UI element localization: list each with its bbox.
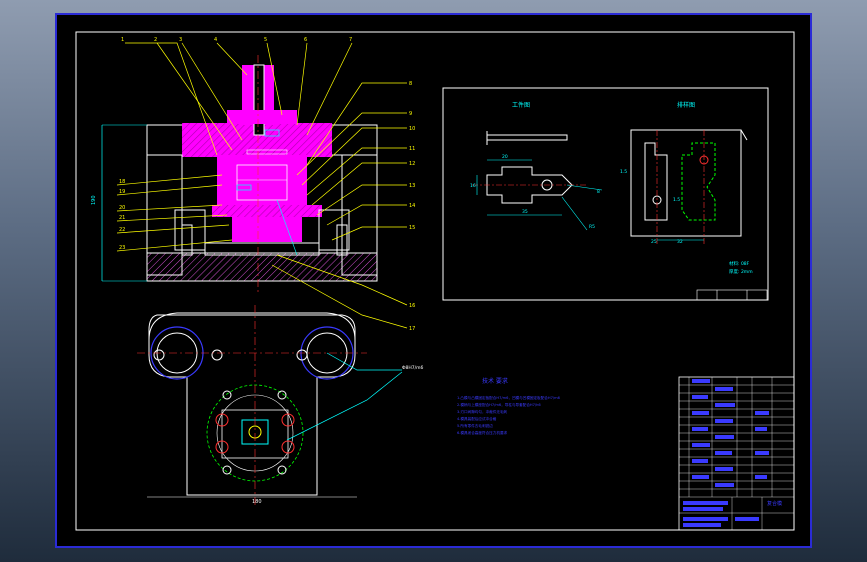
- leader-lines: [116, 42, 408, 329]
- layout-title: 排样图: [677, 101, 695, 109]
- svg-text:1.凸模与凸模固定板配合H7/m6，凹模与凹模固定板配合H7: 1.凸模与凸模固定板配合H7/m6，凹模与凹模固定板配合H7/m6: [457, 395, 561, 400]
- svg-text:8: 8: [597, 189, 600, 195]
- title-block-label: 复合模: [767, 500, 782, 507]
- cad-drawing-canvas[interactable]: 190 1 2 3 4 5 6: [57, 15, 810, 546]
- svg-text:32: 32: [677, 239, 683, 245]
- die-plan-view: 180 Φ8H7/m6: [137, 305, 424, 505]
- svg-text:3: 3: [179, 37, 182, 43]
- svg-text:14: 14: [409, 203, 415, 209]
- svg-text:9: 9: [409, 111, 412, 117]
- svg-text:3.刃口间隙均匀，冲裁件无毛刺: 3.刃口间隙均匀，冲裁件无毛刺: [457, 409, 508, 414]
- die-assembly-section: 190: [91, 55, 378, 295]
- svg-text:25: 25: [651, 239, 657, 245]
- svg-text:8: 8: [409, 81, 412, 87]
- svg-text:10: 10: [409, 126, 415, 132]
- svg-text:11: 11: [409, 146, 415, 152]
- svg-text:6: 6: [304, 37, 307, 43]
- svg-text:17: 17: [409, 326, 415, 332]
- svg-text:4.模具装配后应试冲合格: 4.模具装配后应试冲合格: [457, 416, 497, 421]
- svg-text:1.5: 1.5: [673, 197, 680, 203]
- svg-text:6.模具闭合高度符合压力机要求: 6.模具闭合高度符合压力机要求: [457, 430, 508, 435]
- svg-text:20: 20: [502, 154, 508, 160]
- tech-requirements-title: 技术 要求: [482, 377, 508, 385]
- svg-text:23: 23: [119, 245, 125, 251]
- svg-text:5.所有零件去毛刺锐边: 5.所有零件去毛刺锐边: [457, 423, 493, 428]
- drawing-frame: [75, 31, 795, 531]
- svg-text:19: 19: [119, 189, 125, 195]
- svg-text:7: 7: [349, 37, 352, 43]
- svg-text:15: 15: [409, 225, 415, 231]
- svg-text:4: 4: [214, 37, 217, 43]
- svg-text:18: 18: [119, 179, 125, 185]
- svg-text:12: 12: [409, 161, 415, 167]
- svg-text:2: 2: [154, 37, 157, 43]
- svg-text:13: 13: [409, 183, 415, 189]
- callout-numbers: 1 2 3 4 5 6 7 8 9 10 11 12 13 14 15 16 1…: [119, 37, 415, 332]
- part-and-layout-panel: 工件图 排样图 20 35 16 R5 8: [442, 87, 769, 301]
- svg-text:5: 5: [264, 37, 267, 43]
- part-drawing-title: 工件图: [512, 101, 530, 109]
- cad-drawing-viewport[interactable]: 190 1 2 3 4 5 6: [55, 13, 812, 548]
- svg-text:1: 1: [121, 37, 124, 43]
- dim-left-label: 190: [91, 195, 97, 205]
- svg-text:2.模柄与上模座配合H7/m6，导柱与导套配合H7/h6: 2.模柄与上模座配合H7/m6，导柱与导套配合H7/h6: [457, 402, 541, 407]
- svg-text:20: 20: [119, 205, 125, 211]
- material-note: 材料: 08F: [729, 260, 750, 267]
- svg-text:22: 22: [119, 227, 125, 233]
- svg-text:R5: R5: [589, 224, 595, 230]
- svg-text:16: 16: [409, 303, 415, 309]
- thickness-note: 厚度: 2mm: [729, 268, 753, 275]
- parts-list-title-block: 复合模: [678, 376, 795, 531]
- technical-requirements: 技术 要求 1.凸模与凸模固定板配合H7/m6，凹模与凹模固定板配合H7/m6 …: [457, 377, 561, 435]
- svg-text:21: 21: [119, 215, 125, 221]
- svg-text:16: 16: [470, 183, 476, 189]
- svg-text:1.5: 1.5: [620, 169, 627, 175]
- dim-bottom-label: 180: [252, 499, 262, 505]
- svg-text:35: 35: [522, 209, 528, 215]
- svg-text:Φ8H7/m6: Φ8H7/m6: [402, 365, 424, 371]
